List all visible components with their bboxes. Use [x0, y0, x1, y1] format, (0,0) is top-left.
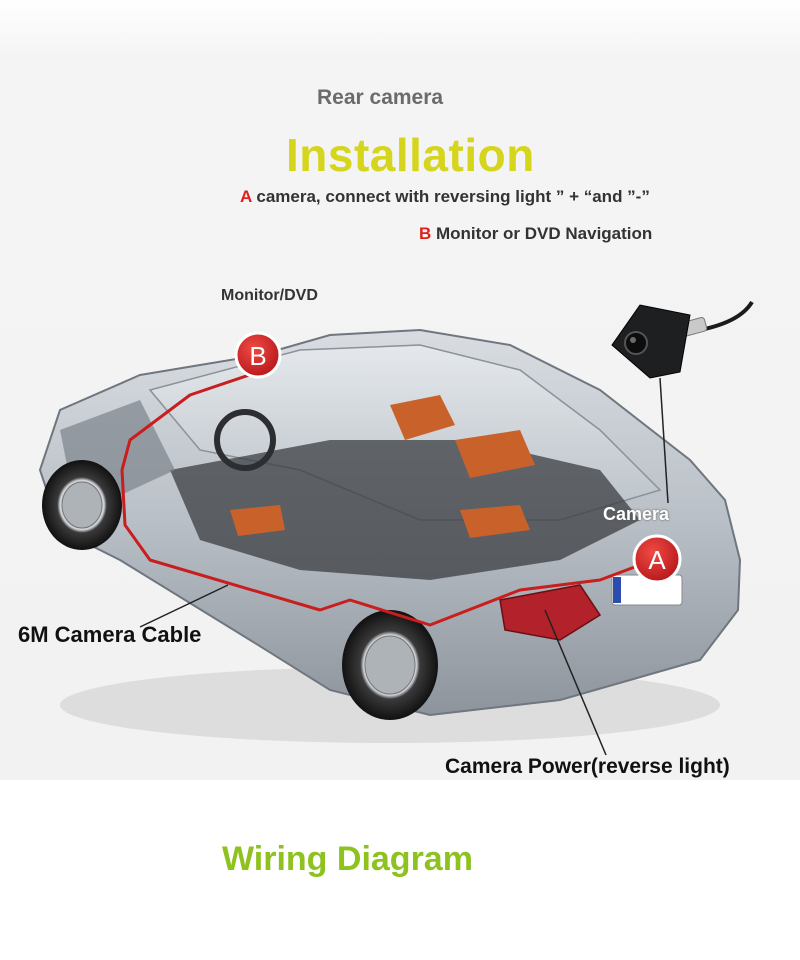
note-a-marker: A: [240, 187, 252, 206]
badge-a: A: [632, 534, 682, 584]
taillight: [499, 584, 602, 641]
wiring-diagram-caption: Wiring Diagram: [222, 840, 473, 878]
cable-leader-line: [139, 584, 229, 628]
camera-cable-label: 6M Camera Cable: [18, 622, 202, 647]
camera-power-label: Camera Power(reverse light): [445, 755, 730, 778]
note-b-text: Monitor or DVD Navigation: [431, 224, 653, 243]
camera-cable-route: [120, 371, 641, 627]
camera-label: Camera: [603, 504, 670, 524]
note-b-marker: B: [419, 224, 432, 243]
rear-wheel: [342, 610, 438, 720]
note-a-text: camera, connect with reversing light ” +…: [251, 187, 650, 206]
monitor-dvd-label: Monitor/DVD: [221, 287, 318, 304]
page-subtitle: Rear camera: [317, 86, 444, 109]
badge-b-letter: B: [249, 341, 266, 371]
note-b: B Monitor or DVD Navigation: [419, 224, 652, 244]
badge-a-letter: A: [648, 545, 666, 575]
car-interior: [170, 440, 640, 580]
car-seats: [230, 395, 535, 538]
power-leader-line: [544, 609, 607, 756]
rear-camera-icon: [611, 300, 754, 379]
note-a: A camera, connect with reversing light ”…: [240, 187, 650, 207]
steering-wheel: [214, 409, 276, 471]
page-title: Installation: [286, 129, 535, 181]
camera-leader-line: [659, 377, 669, 504]
badge-b: B: [234, 331, 282, 379]
front-wheel: [42, 460, 122, 550]
